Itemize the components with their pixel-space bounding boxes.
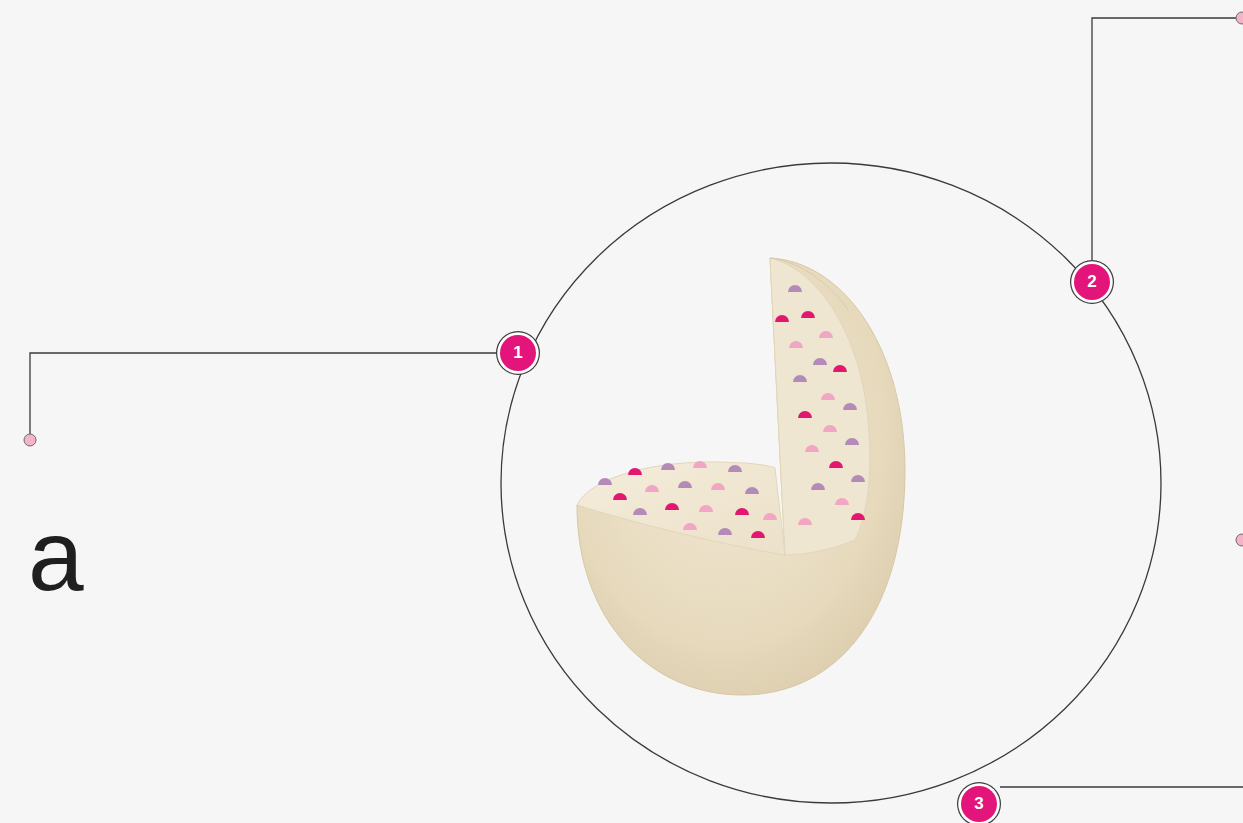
leader-line	[1092, 18, 1236, 260]
bead	[661, 463, 675, 470]
bead	[829, 461, 843, 468]
bead	[751, 531, 765, 538]
bead	[835, 498, 849, 505]
badge-fill	[1074, 264, 1110, 300]
badge-border	[497, 332, 539, 374]
callout-number: 3	[974, 794, 983, 814]
bead	[728, 465, 742, 472]
bead	[628, 468, 642, 475]
callout-badge: 3	[957, 782, 1001, 823]
leader-dot	[24, 434, 36, 446]
bead	[693, 461, 707, 468]
bead	[805, 445, 819, 452]
badge-fill	[500, 335, 536, 371]
bead	[763, 513, 777, 520]
bead	[699, 505, 713, 512]
bead	[745, 487, 759, 494]
bead	[633, 508, 647, 515]
bead	[788, 285, 802, 292]
bead	[819, 331, 833, 338]
callout-badge: 2	[1070, 260, 1114, 304]
bead	[801, 311, 815, 318]
bead	[823, 425, 837, 432]
particle-beads	[598, 285, 865, 538]
bead	[843, 403, 857, 410]
bead	[613, 493, 627, 500]
leader-dot	[1236, 534, 1243, 546]
caption-fragment: a	[28, 505, 84, 605]
bead	[798, 518, 812, 525]
bead	[793, 375, 807, 382]
callout-number: 2	[1087, 272, 1096, 292]
badge-rim	[496, 331, 540, 375]
callout-badge: 1	[496, 331, 540, 375]
badge-border	[958, 783, 1000, 823]
badge-fill	[961, 786, 997, 822]
bead	[735, 508, 749, 515]
bead	[683, 523, 697, 530]
bead	[678, 481, 692, 488]
outer-ring	[501, 163, 1161, 803]
bead	[645, 485, 659, 492]
bead	[851, 513, 865, 520]
badge-border	[1071, 261, 1113, 303]
leader-line	[1000, 786, 1243, 787]
leader-line	[30, 353, 497, 434]
bead	[798, 411, 812, 418]
badge-rim	[957, 782, 1001, 823]
bead	[821, 393, 835, 400]
bead	[711, 483, 725, 490]
bead	[845, 438, 859, 445]
bead	[789, 341, 803, 348]
bead	[665, 503, 679, 510]
bead	[833, 365, 847, 372]
bead	[851, 475, 865, 482]
bead	[775, 315, 789, 322]
badge-rim	[1070, 260, 1114, 304]
bead	[813, 358, 827, 365]
callout-number: 1	[513, 343, 522, 363]
bead	[811, 483, 825, 490]
bead	[718, 528, 732, 535]
leader-dot	[1236, 12, 1243, 24]
cutaway-sphere	[577, 258, 905, 695]
bead	[598, 478, 612, 485]
